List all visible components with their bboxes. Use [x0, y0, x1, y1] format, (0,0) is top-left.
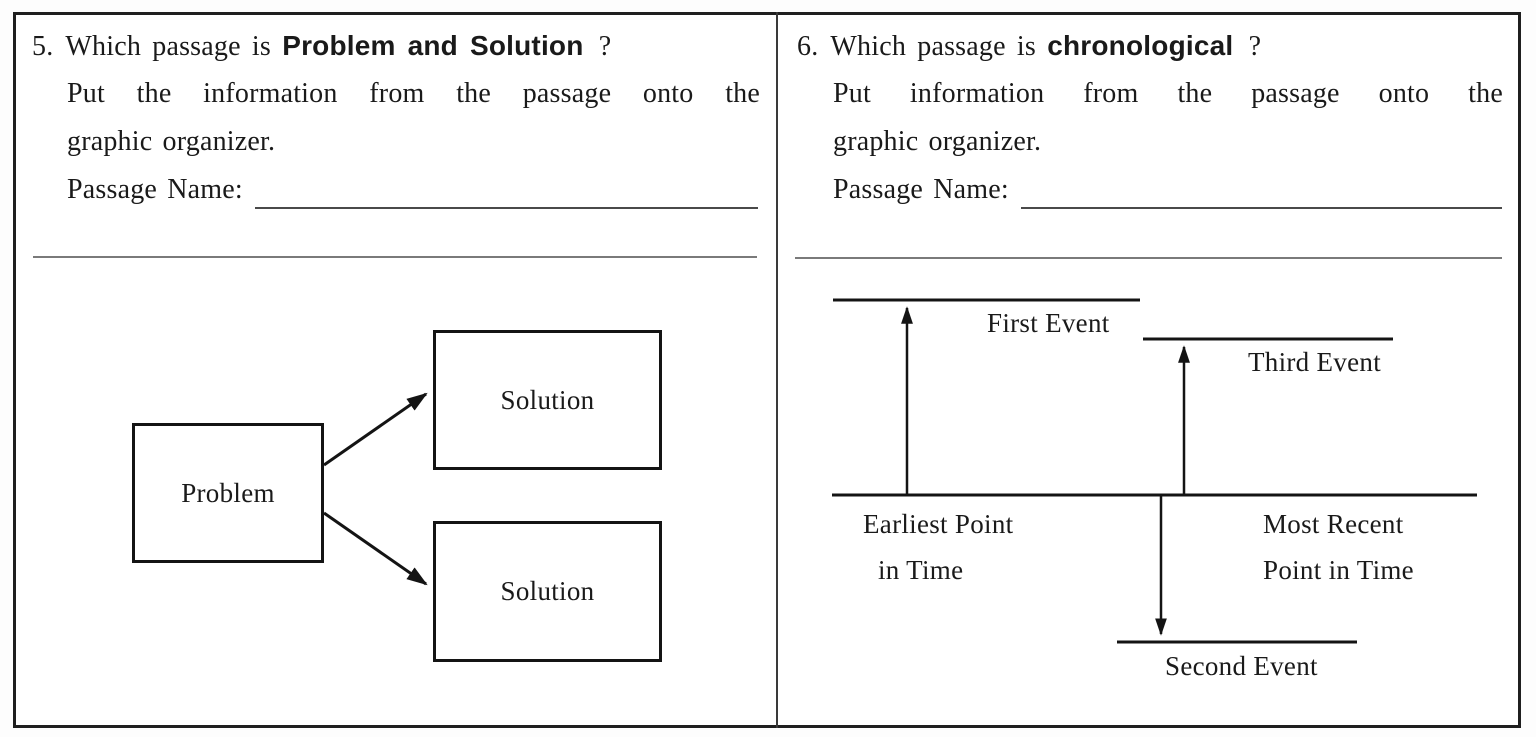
- earliest-point-label: Earliest Point in Time: [863, 501, 1013, 593]
- problem-box: Problem: [132, 423, 324, 563]
- most-recent-label: Most Recent Point in Time: [1263, 501, 1414, 593]
- section-rule-6: [795, 257, 1502, 259]
- question-5-line: 5.Which passage is Problem and Solution …: [32, 26, 611, 67]
- instruction-6-line-2: graphic organizer.: [833, 126, 1042, 157]
- passage-name-label-5: Passage Name:: [67, 174, 243, 205]
- center-divider: [776, 12, 778, 728]
- most-recent-line-1: Most Recent: [1263, 509, 1404, 539]
- problem-label: Problem: [181, 477, 275, 508]
- first-event-label: First Event: [987, 308, 1110, 338]
- solution-label-2: Solution: [500, 576, 595, 606]
- solution-label-1: Solution: [500, 384, 595, 415]
- passage-name-row-6: Passage Name:: [833, 170, 1502, 210]
- worksheet-frame: [13, 12, 1521, 728]
- passage-name-blank-6[interactable]: [1020, 170, 1502, 209]
- solution-box-1: Solution: [433, 330, 662, 470]
- question-5-text: Which passage is: [65, 31, 271, 62]
- passage-name-row-5: Passage Name:: [67, 170, 758, 210]
- passage-name-label-6: Passage Name:: [833, 174, 1009, 205]
- question-6-bold-term: chronological: [1047, 30, 1234, 61]
- instruction-5-line-1: Put the information from the passage ont…: [67, 78, 760, 109]
- instruction-5-line-2: graphic organizer.: [67, 126, 276, 157]
- section-rule-5: [33, 256, 757, 258]
- question-6-text: Which passage is: [830, 31, 1036, 62]
- second-event-label: Second Event: [1165, 651, 1318, 681]
- most-recent-line-2: Point in Time: [1263, 555, 1414, 585]
- question-5-bold-term: Problem and Solution: [282, 30, 584, 61]
- third-event-label: Third Event: [1248, 347, 1382, 377]
- question-6-mark: ?: [1248, 31, 1262, 62]
- instruction-6-line-1: Put information from the passage onto th…: [833, 78, 1503, 109]
- question-6-number: 6.: [797, 31, 819, 62]
- passage-name-blank-5[interactable]: [254, 170, 758, 209]
- question-6-line: 6. Which passage is chronological ?: [797, 26, 1261, 67]
- solution-box-2: Solution: [433, 521, 662, 662]
- earliest-point-line-1: Earliest Point: [863, 509, 1014, 539]
- earliest-point-line-2: in Time: [878, 555, 964, 585]
- question-5-mark: ?: [598, 31, 612, 62]
- question-5-number: 5.: [32, 31, 54, 62]
